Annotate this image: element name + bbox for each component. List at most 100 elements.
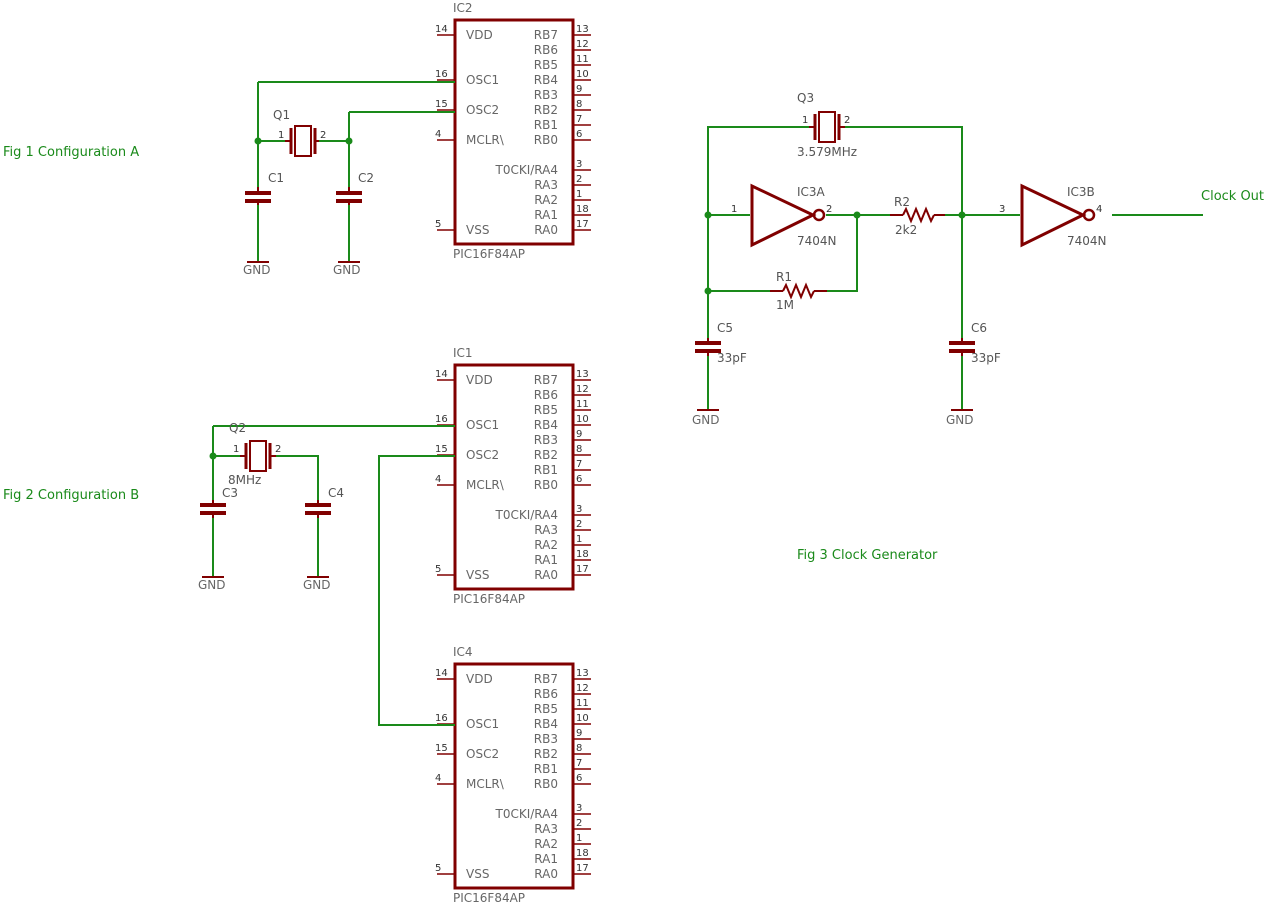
chip-pin-number: 15: [435, 444, 448, 455]
chip-pin-name: RB0: [534, 777, 558, 791]
chip-pin-number: 15: [435, 743, 448, 754]
fig1-circuit: Q1 1 2 C1 C2 GND GND Fig 1 Configuration…: [3, 81, 455, 277]
chip-pin-name: RA0: [534, 867, 558, 881]
chip-pin-number: 16: [435, 414, 448, 425]
q1-pin2-number: 2: [320, 130, 326, 141]
gnd-label: GND: [243, 263, 271, 277]
chip-pin-name: RA1: [534, 852, 558, 866]
r1-value: 1M: [776, 298, 794, 312]
q2-crystal-symbol: [240, 440, 276, 472]
chip-pin-name: OSC1: [466, 73, 499, 87]
chip-part-number: PIC16F84AP: [453, 247, 525, 261]
q2-label: Q2: [229, 421, 246, 435]
chip-pin-name: RB6: [534, 687, 558, 701]
chip-pin-name: VSS: [466, 867, 489, 881]
chip-pin-number: 3: [576, 504, 582, 515]
chip-pin-name: RB5: [534, 702, 558, 716]
chip-pin-name: RA3: [534, 822, 558, 836]
chip-pin-name: RB3: [534, 732, 558, 746]
chip-part-number: PIC16F84AP: [453, 891, 525, 905]
c5-value: 33pF: [717, 351, 747, 365]
chip-pin-name: RB7: [534, 373, 558, 387]
chip-pin-number: 9: [576, 84, 582, 95]
chip-pin-name: RB6: [534, 43, 558, 57]
chip-pin-number: 1: [576, 534, 582, 545]
ic3b-pin-in: 3: [999, 204, 1005, 215]
c1-label: C1: [268, 171, 284, 185]
junction: [958, 211, 966, 219]
chip-pin-number: 2: [576, 519, 582, 530]
junction: [254, 137, 262, 145]
gnd-label: GND: [198, 578, 226, 592]
chip-pin-name: RB5: [534, 58, 558, 72]
q3-label: Q3: [797, 91, 814, 105]
chip-pin-name: OSC1: [466, 717, 499, 731]
chip-pin-number: 18: [576, 848, 589, 859]
chip-pin-name: RB1: [534, 463, 558, 477]
q3-crystal-symbol: [809, 111, 845, 143]
c4-capacitor-symbol: [305, 500, 331, 518]
chip-pin-number: 14: [435, 668, 448, 679]
q2-value: 8MHz: [228, 473, 261, 487]
chip-pin-name: RB7: [534, 28, 558, 42]
chip-part-number: PIC16F84AP: [453, 592, 525, 606]
gnd-label: GND: [333, 263, 361, 277]
chip-pin-number: 12: [576, 39, 589, 50]
chip-pin-number: 18: [576, 204, 589, 215]
r1-resistor-symbol: [770, 282, 827, 300]
chip-pin-number: 4: [435, 773, 441, 784]
chip-pin-number: 5: [435, 219, 441, 230]
chip-pin-number: 6: [576, 773, 582, 784]
chip-pin-number: 17: [576, 219, 589, 230]
chip-pin-name: VSS: [466, 568, 489, 582]
chip-pin-number: 7: [576, 114, 582, 125]
q1-pin1-number: 1: [278, 130, 284, 141]
chip-pin-number: 12: [576, 384, 589, 395]
chip-pin-name: OSC2: [466, 448, 499, 462]
chip-pin-name: RA1: [534, 553, 558, 567]
fig1-caption: Fig 1 Configuration A: [3, 145, 139, 160]
q1-crystal-symbol: [285, 125, 319, 157]
chip-body: [453, 18, 575, 246]
chip-name: IC1: [453, 346, 473, 360]
junction: [704, 211, 712, 219]
fig3-circuit: Q3 1 2 3.579MHz IC3A 7404N 1 2 IC3B 7404…: [692, 91, 1264, 563]
ic3b-pin-out: 4: [1096, 204, 1102, 215]
junction: [704, 287, 712, 295]
ic3b-label: IC3B: [1067, 185, 1095, 199]
junction: [345, 137, 353, 145]
chip-pin-number: 11: [576, 698, 589, 709]
chip-pin-number: 13: [576, 24, 589, 35]
wire-q3-pin1: [707, 126, 809, 215]
chip-pin-number: 13: [576, 668, 589, 679]
chip-pin-number: 2: [576, 818, 582, 829]
c3-label: C3: [222, 486, 238, 500]
chip-pin-number: 7: [576, 459, 582, 470]
chip-pin-name: RB4: [534, 717, 558, 731]
junction: [853, 211, 861, 219]
chip-pin-number: 14: [435, 24, 448, 35]
c2-label: C2: [358, 171, 374, 185]
chip-pin-name: OSC1: [466, 418, 499, 432]
chip-pin-name: RB6: [534, 388, 558, 402]
fig3-caption: Fig 3 Clock Generator: [797, 548, 938, 563]
ic3a-pin-out: 2: [826, 204, 832, 215]
chip-pin-number: 16: [435, 69, 448, 80]
chip-pin-number: 4: [435, 474, 441, 485]
chip-pin-name: RB1: [534, 118, 558, 132]
chip-pin-number: 8: [576, 444, 582, 455]
chip-pin-number: 15: [435, 99, 448, 110]
chip-pin-number: 9: [576, 429, 582, 440]
chip-pin-name: VDD: [466, 28, 493, 42]
chip-pin-name: RA3: [534, 523, 558, 537]
c6-value: 33pF: [971, 351, 1001, 365]
chip-pin-number: 2: [576, 174, 582, 185]
chip-pin-name: RA2: [534, 538, 558, 552]
chip-pin-name: T0CKI/RA4: [495, 163, 559, 177]
ic3a-pin-in: 1: [731, 204, 737, 215]
chip-pin-name: VDD: [466, 672, 493, 686]
chip-pin-number: 10: [576, 69, 589, 80]
chip-pin-number: 1: [576, 833, 582, 844]
